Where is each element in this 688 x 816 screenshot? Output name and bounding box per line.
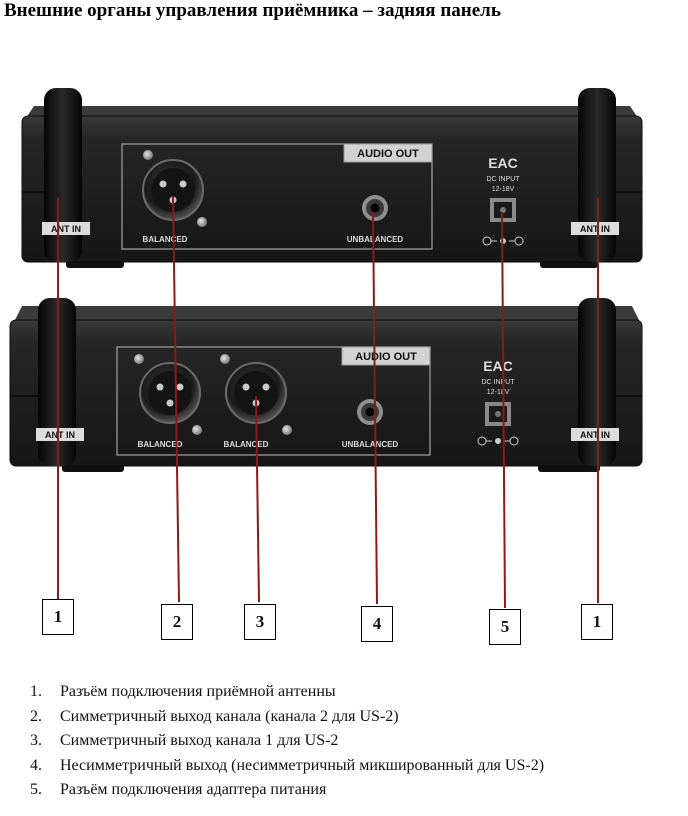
legend-text: Симметричный выход канала (канала 2 для … [60,708,399,725]
unbalanced-label-2: UNBALANCED [342,440,399,449]
audio-out-label-2: AUDIO OUT [355,351,417,363]
callout-5: 5 [489,609,521,645]
legend-text: Разъём подключения приёмной антенны [60,683,336,700]
dc-input-socket-2 [485,402,511,426]
legend-list: 1.Разъём подключения приёмной антенны 2.… [30,680,544,803]
balanced-label-ch1: BALANCED [224,440,269,449]
legend-number: 5. [30,778,60,803]
legend-item: 1.Разъём подключения приёмной антенны [30,680,544,705]
ant-in-label-right-2: ANT IN [580,430,610,440]
legend-text: Симметричный выход канала 1 для US-2 [60,732,338,749]
receiver-bottom: AUDIO OUT BALANCED BALANCED UNBALANC [10,298,642,472]
legend-number: 1. [30,680,60,705]
dc-input-label: DC INPUT [486,176,520,183]
legend-item: 2.Симметричный выход канала (канала 2 дл… [30,705,544,730]
dc-voltage-label: 12-18V [492,186,515,193]
dc-voltage-label-2: 12-18V [487,389,510,396]
legend-text: Несимметричный выход (несимметричный мик… [60,757,544,774]
receiver-top: AUDIO OUT BALANCED UNBALANCED EAC DC INP… [22,88,642,268]
audio-out-label: AUDIO OUT [357,148,419,160]
unbalanced-jack [362,195,388,221]
legend-item: 4.Несимметричный выход (несимметричный м… [30,754,544,779]
legend-item: 3.Симметричный выход канала 1 для US-2 [30,729,544,754]
legend-item: 5.Разъём подключения адаптера питания [30,778,544,803]
antenna-left [44,88,82,262]
balanced-label: BALANCED [143,235,188,244]
ant-in-label-left: ANT IN [51,224,81,234]
callout-3: 3 [244,604,276,640]
ant-in-label-left-2: ANT IN [45,430,75,440]
legend-text: Разъём подключения адаптера питания [60,781,326,798]
legend-number: 2. [30,705,60,730]
eac-mark-2: EAC [483,358,513,374]
ant-in-label-right: ANT IN [580,224,610,234]
callout-1-right: 1 [581,604,613,640]
callout-4: 4 [361,606,393,642]
eac-mark: EAC [488,155,518,171]
unbalanced-jack-mixed [357,399,383,425]
callout-2: 2 [161,604,193,640]
legend-number: 3. [30,729,60,754]
unbalanced-label: UNBALANCED [347,235,404,244]
legend-number: 4. [30,754,60,779]
callout-1-left: 1 [42,599,74,635]
dc-input-label-2: DC INPUT [481,379,515,386]
